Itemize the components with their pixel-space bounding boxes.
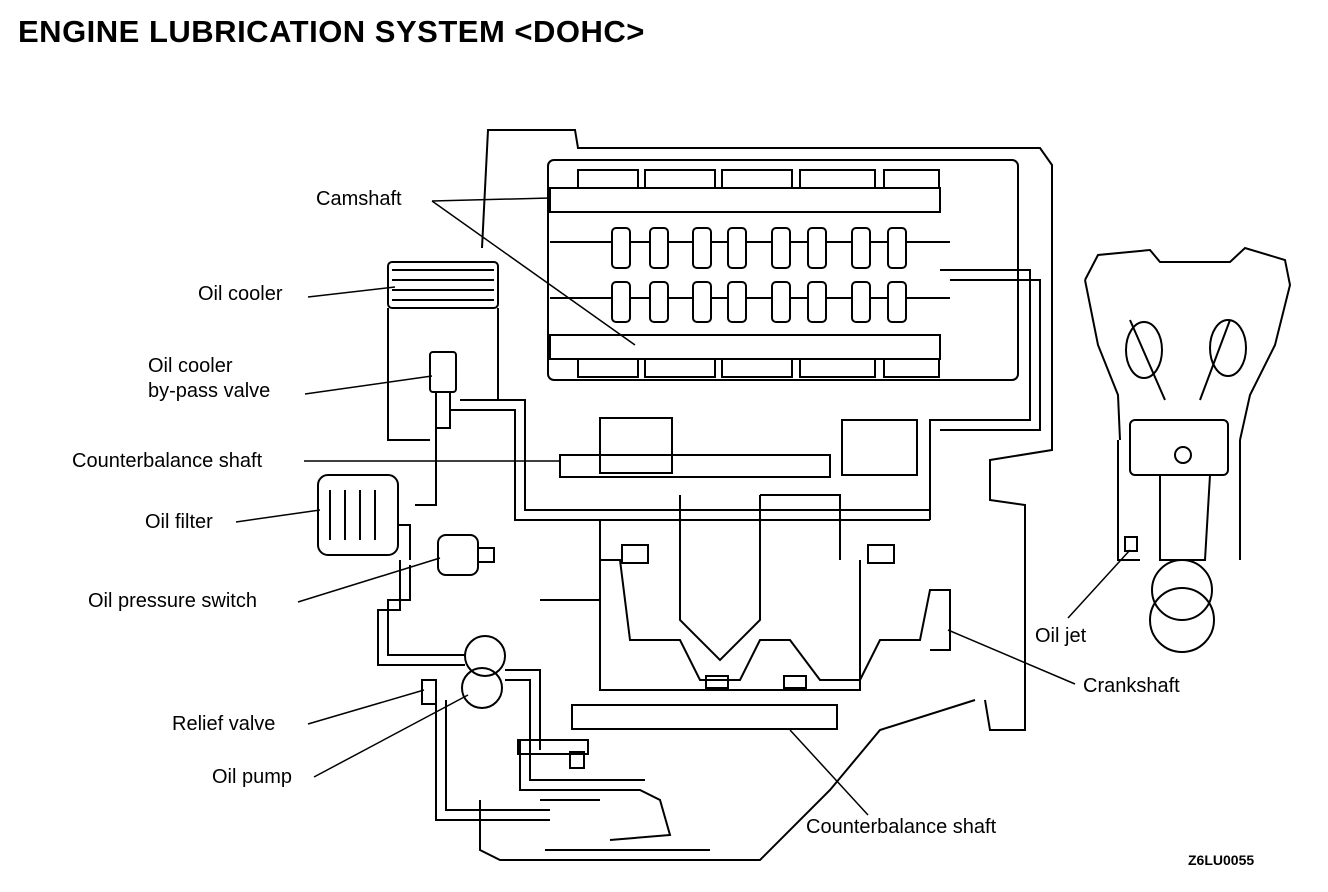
label-oil-cooler: Oil cooler	[198, 283, 283, 305]
label-counterbalance-shaft-upper: Counterbalance shaft	[72, 450, 263, 472]
oil-pan-outline	[479, 699, 976, 861]
camshaft-lower	[549, 334, 941, 360]
oil-pressure-switch	[437, 534, 479, 576]
piston	[1129, 419, 1229, 476]
oil-filter	[317, 474, 399, 556]
label-oil-pump: Oil pump	[212, 766, 293, 788]
oil-cooler	[387, 261, 499, 309]
label-relief-valve: Relief valve	[172, 713, 276, 735]
leader-lines	[235, 197, 1131, 816]
label-bypass-valve-line1: Oil cooler	[148, 355, 233, 377]
diagram-title: ENGINE LUBRICATION SYSTEM <DOHC>	[18, 14, 645, 49]
label-camshaft: Camshaft	[316, 188, 402, 210]
lash-adjusters	[611, 227, 907, 323]
relief-valve	[421, 679, 437, 705]
oil-pump-lower-gear	[461, 667, 503, 709]
engine-block-outline	[481, 129, 1053, 731]
label-oil-filter: Oil filter	[145, 511, 213, 533]
counterbalance-lower	[571, 704, 838, 730]
label-crankshaft: Crankshaft	[1083, 675, 1180, 697]
crankshaft-side	[1151, 559, 1213, 621]
crankshaft	[540, 559, 951, 681]
label-oil-pressure-switch: Oil pressure switch	[88, 590, 257, 612]
label-counterbalance-shaft-lower: Counterbalance shaft	[806, 816, 997, 838]
label-bypass-valve-line2: by-pass valve	[148, 380, 271, 402]
head-supply-pipe	[929, 269, 1031, 520]
oil-strainer	[519, 740, 672, 841]
side-section-head	[1084, 246, 1292, 441]
counterbalance-upper	[559, 454, 831, 478]
figure-code: Z6LU0055	[1188, 852, 1255, 868]
camshaft-upper	[549, 187, 941, 213]
bypass-valve	[429, 351, 457, 393]
label-oil-jet: Oil jet	[1035, 625, 1087, 647]
oil-pump-upper-gear	[464, 635, 506, 677]
